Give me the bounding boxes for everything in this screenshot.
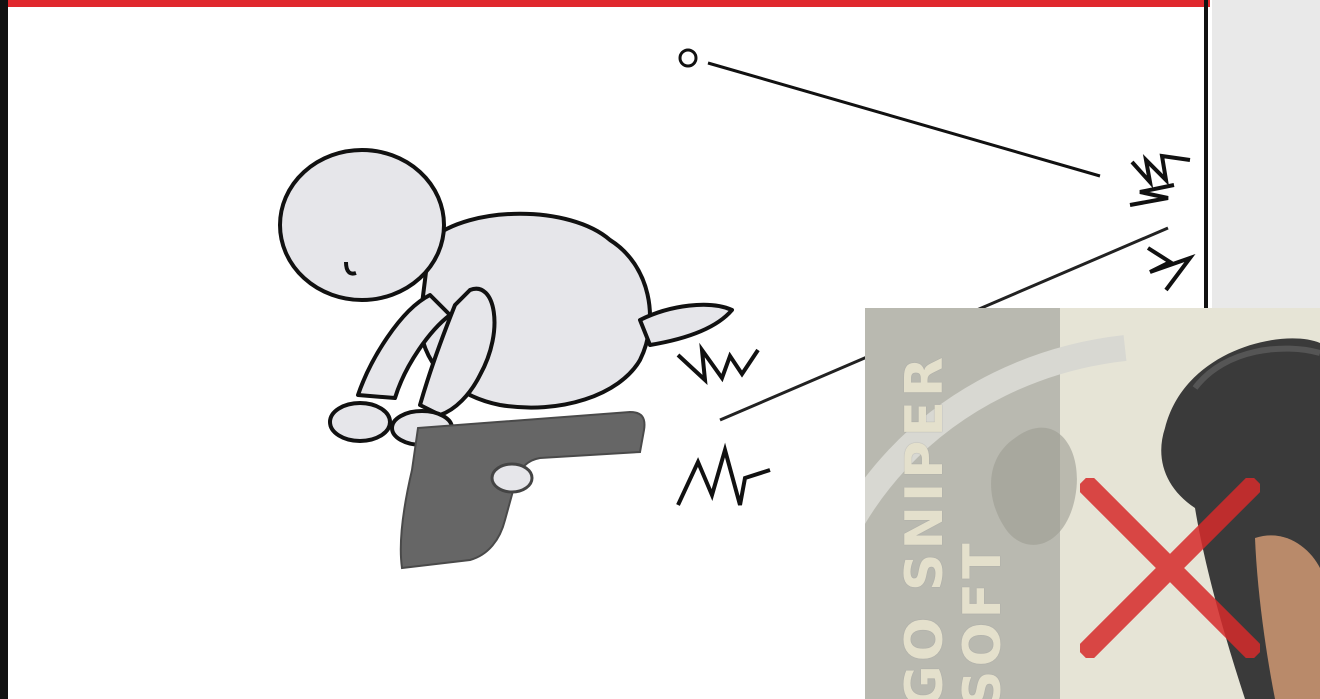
- pistol-icon: [401, 412, 645, 568]
- crossed-x-icon: [1080, 478, 1260, 658]
- figure-head: [280, 150, 444, 300]
- soldier-photo-overlay: GO SNIPER SOFT: [865, 308, 1320, 699]
- muzzle-burst-icon: [678, 350, 770, 505]
- figure-hand-back: [330, 403, 390, 441]
- figure-leg: [640, 305, 732, 345]
- camouflage-blob: [991, 428, 1077, 545]
- watermark-line-1: GO SNIPER: [895, 353, 955, 699]
- stick-figure-icon: [280, 150, 732, 445]
- ricochet-origin-icon: [680, 50, 696, 66]
- watermark-line-2: SOFT: [953, 539, 1013, 699]
- wall-impact-burst-icon: [1130, 156, 1190, 290]
- trajectory-line-incoming: [708, 63, 1100, 176]
